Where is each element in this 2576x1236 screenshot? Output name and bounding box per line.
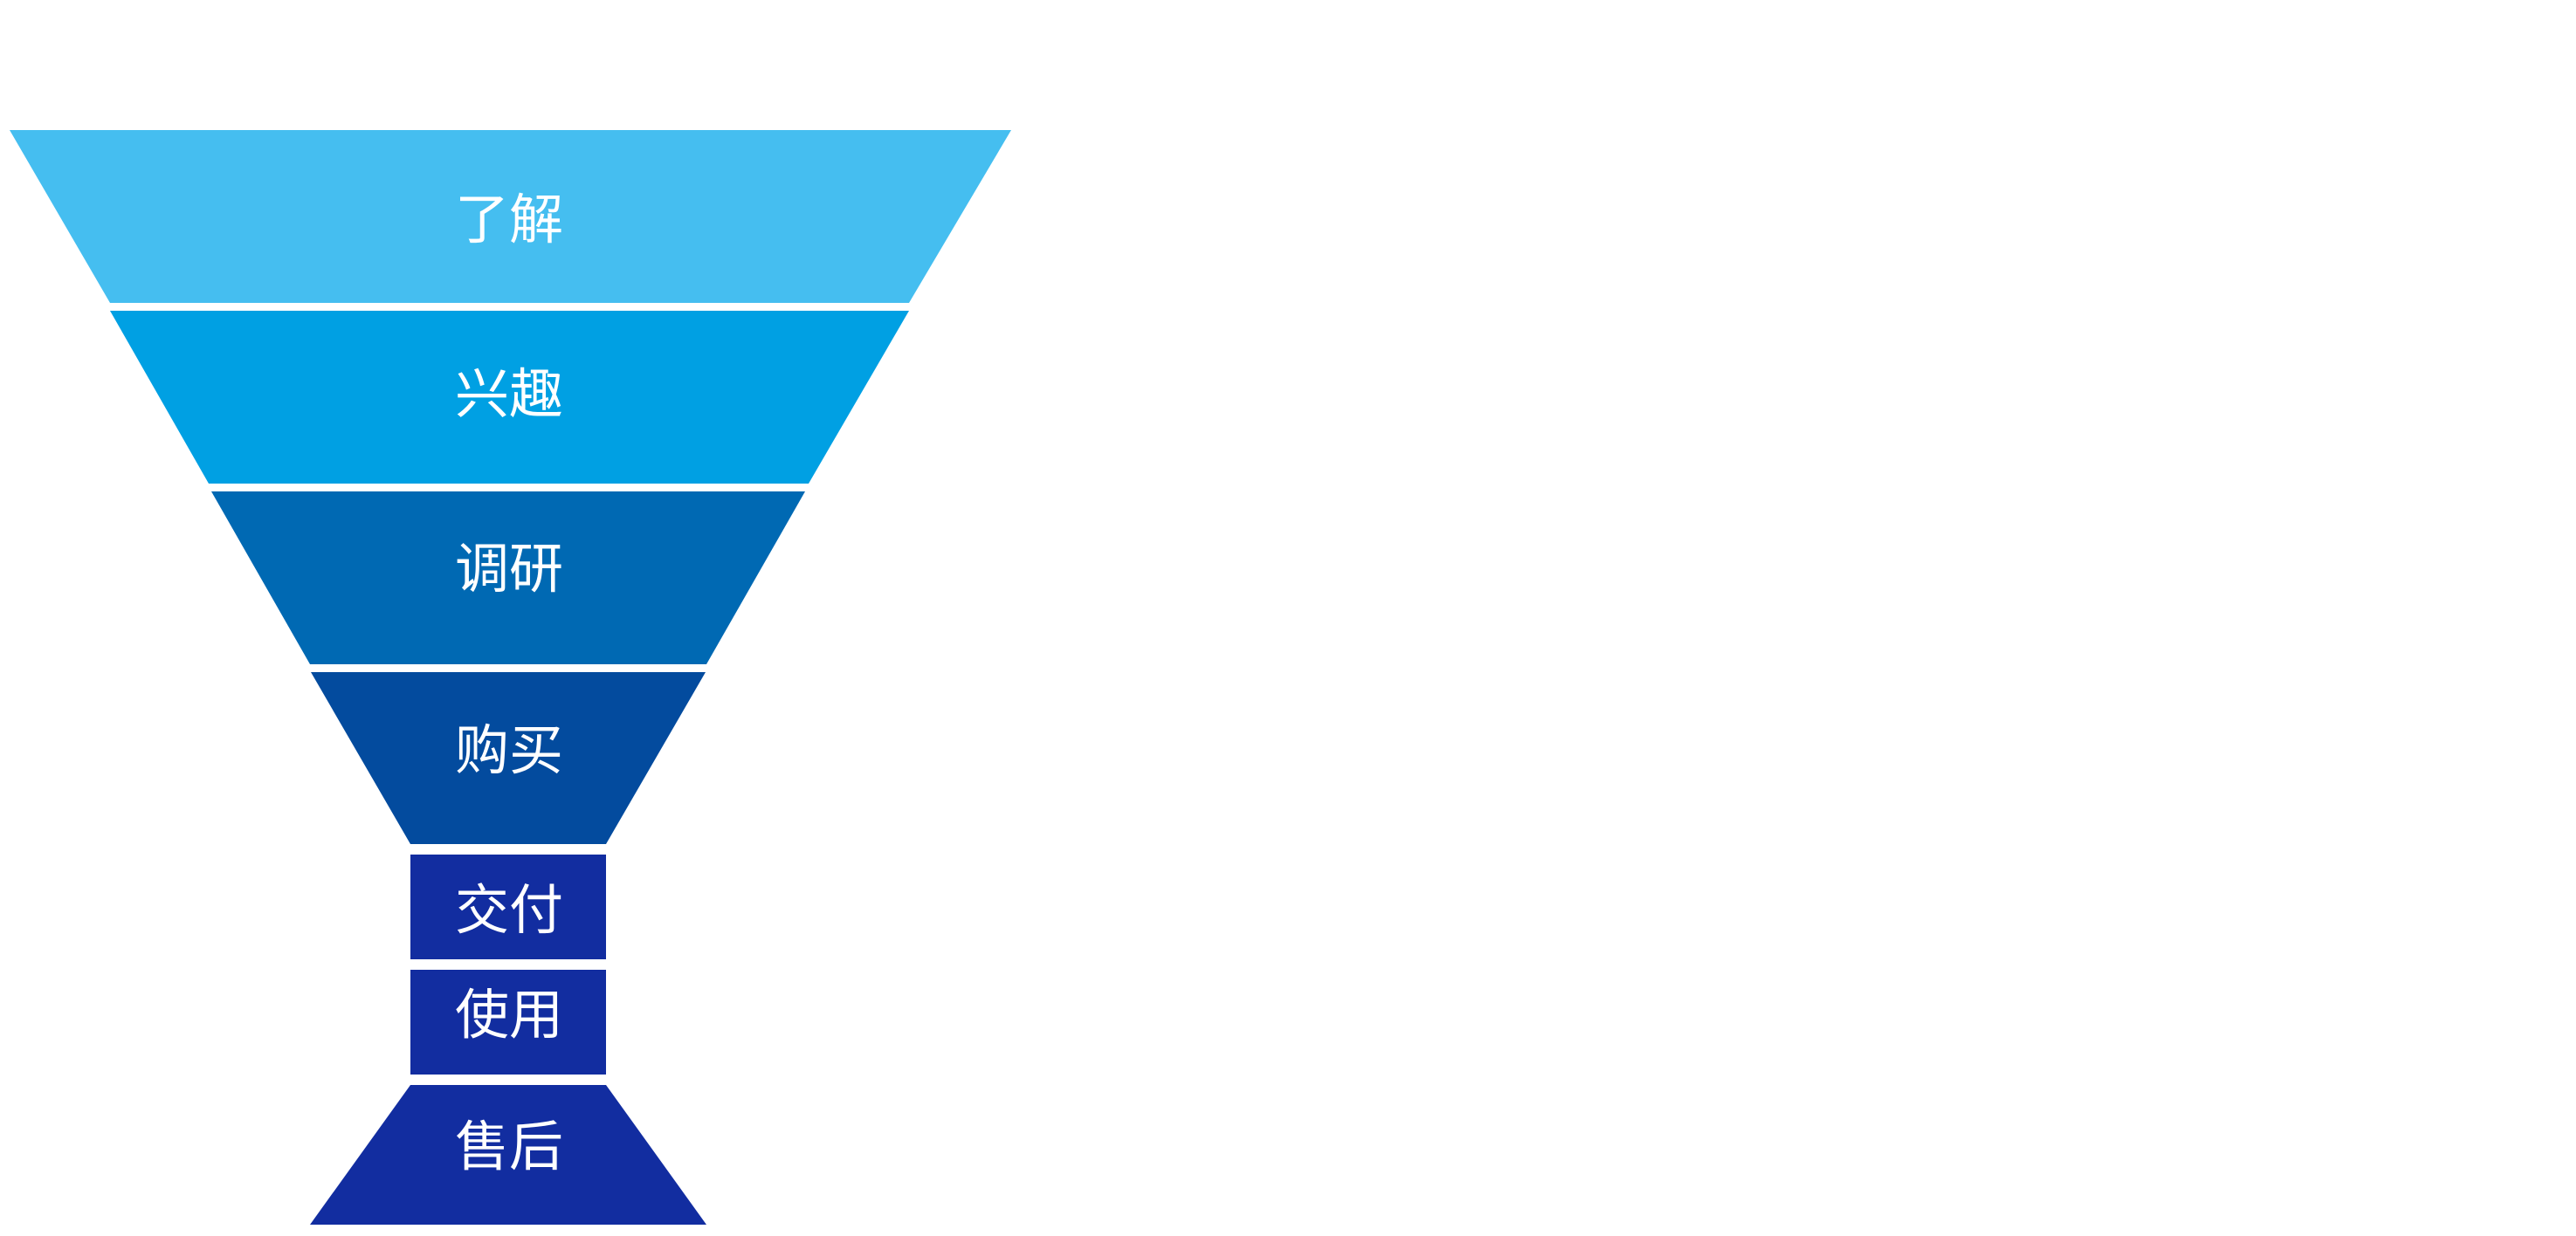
funnel-stage-interest: 兴趣: [110, 311, 909, 484]
funnel-stage-shape: [410, 970, 606, 1075]
funnel-stage-label: 交付: [455, 878, 563, 942]
funnel-stage-shape: [311, 672, 706, 844]
funnel-stage-shape: [211, 491, 805, 664]
funnel-stage-shape: [10, 130, 1011, 303]
funnel-stage-label: 兴趣: [455, 362, 563, 426]
funnel-stage-label: 购买: [455, 718, 563, 782]
funnel-stage-awareness: 了解: [10, 130, 1011, 303]
funnel-stage-shape: [410, 855, 606, 959]
funnel-stage-research: 调研: [211, 491, 805, 664]
funnel-stage-shape: [110, 311, 909, 484]
funnel-stage-label: 使用: [455, 983, 563, 1047]
funnel-stage-usage: 使用: [410, 970, 606, 1075]
funnel-stage-label: 调研: [455, 537, 563, 601]
funnel-stage-purchase: 购买: [311, 672, 706, 844]
funnel-stage-after-sales: 售后: [310, 1085, 706, 1225]
funnel-stage-shape: [310, 1085, 706, 1225]
funnel-stage-label: 售后: [455, 1115, 563, 1178]
funnel-stage-label: 了解: [455, 188, 563, 251]
funnel-stage-delivery: 交付: [410, 855, 606, 959]
